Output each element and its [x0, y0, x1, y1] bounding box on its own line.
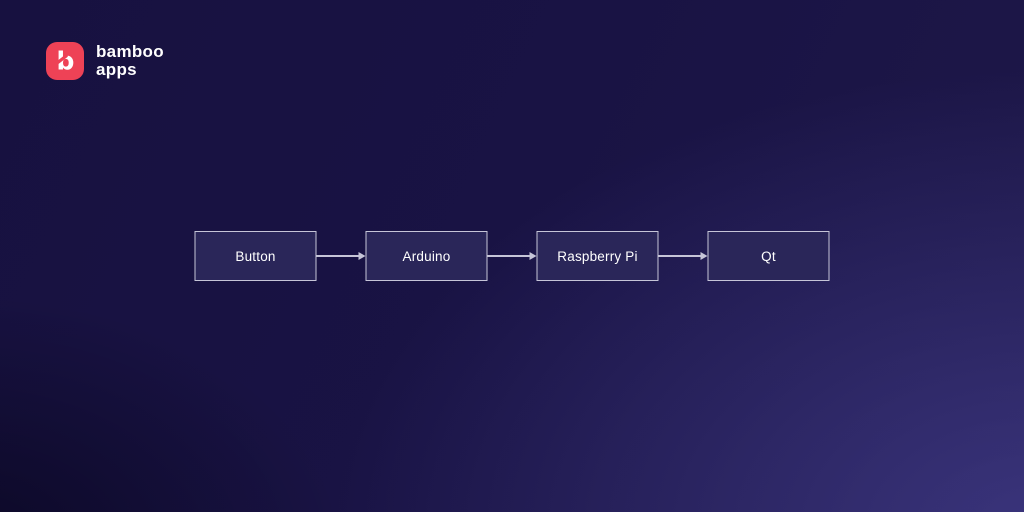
logo-glyph-slash [55, 54, 68, 65]
flow-diagram: Button Arduino Raspberry Pi Qt [194, 231, 830, 281]
node-label: Arduino [402, 248, 451, 264]
logo-letter-b: b [57, 47, 75, 76]
node-label: Qt [761, 248, 776, 264]
arrow-right-icon [487, 251, 537, 261]
logo-tile [46, 42, 84, 80]
flow-node-qt: Qt [707, 231, 830, 281]
flow-node-raspberry-pi: Raspberry Pi [536, 231, 659, 281]
flow-node-button: Button [194, 231, 317, 281]
node-label: Button [235, 248, 276, 264]
brand-name-line1: bamboo [96, 42, 164, 61]
brand-name: bamboo apps [96, 43, 164, 79]
brand-logo: b bamboo apps [46, 42, 164, 80]
arrow-right-icon [316, 251, 366, 261]
brand-name-line2: apps [96, 60, 137, 79]
bamboo-apps-logo-icon: b [46, 42, 84, 80]
arrow-right-icon [658, 251, 708, 261]
node-label: Raspberry Pi [557, 248, 638, 264]
flow-node-arduino: Arduino [365, 231, 488, 281]
